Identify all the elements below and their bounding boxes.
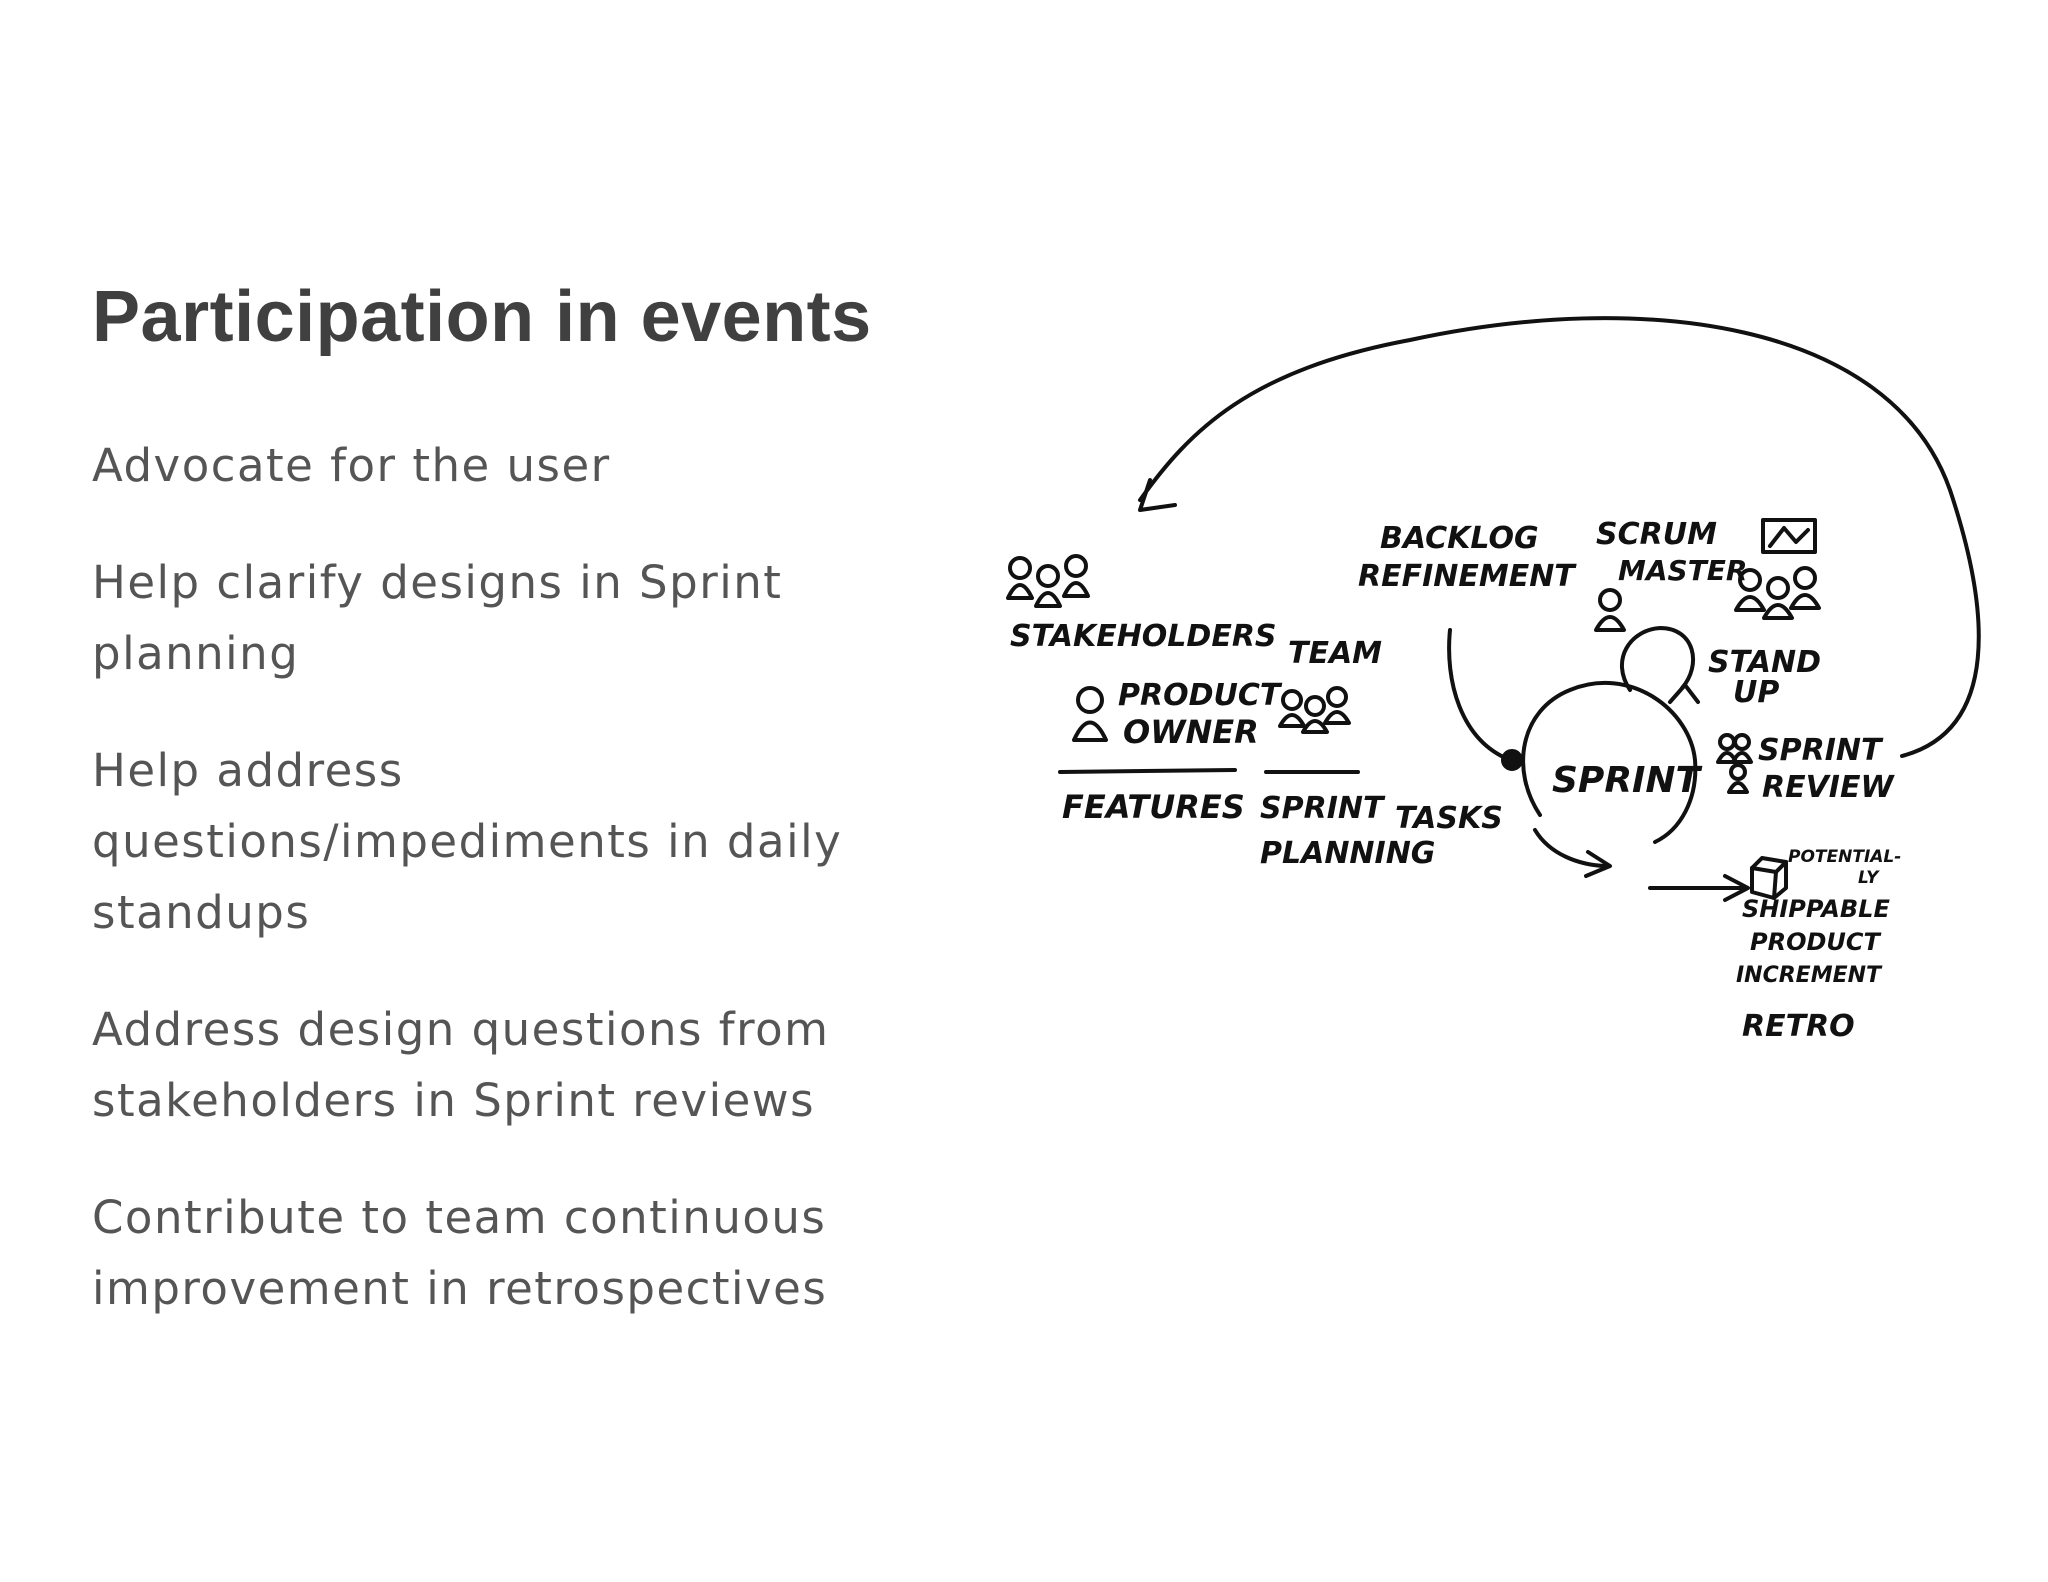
- scrum-process-sketch: STAKEHOLDERS PRODUCT OWNER FEATURES TEAM…: [1006, 316, 1981, 1044]
- bullet-list: Advocate for the user Help clarify desig…: [92, 430, 952, 1370]
- sprint-cycle: [1521, 680, 1698, 844]
- label-sprint-planning-1: SPRINT: [1260, 791, 1386, 826]
- board-icon: [1761, 518, 1817, 554]
- slide-title: Participation in events: [92, 277, 872, 357]
- standup-loop: [1619, 626, 1696, 692]
- label-stand: STAND: [1708, 645, 1821, 680]
- label-up: UP: [1733, 675, 1779, 710]
- bullet-item: Contribute to team continuous improvemen…: [92, 1191, 828, 1315]
- divider-line: [1058, 768, 1237, 774]
- label-increment: INCREMENT: [1736, 963, 1883, 988]
- bullet-item: Help clarify designs in Sprint planning: [92, 556, 783, 680]
- standup-arrowhead: [1668, 683, 1700, 704]
- label-potential-2: LY: [1858, 868, 1880, 888]
- feedback-arrowhead: [1138, 478, 1177, 512]
- bullet-item: Help address questions/impediments in da…: [92, 744, 843, 939]
- label-stakeholders: STAKEHOLDERS: [1010, 619, 1277, 654]
- bullet-item: Address design questions from stakeholde…: [92, 1003, 830, 1127]
- team-people-icon: [1278, 686, 1351, 734]
- stakeholders-people-icon: [1006, 554, 1090, 608]
- feedback-arrow: [1138, 316, 1981, 758]
- label-backlog: BACKLOG: [1380, 521, 1539, 556]
- label-retro: RETRO: [1742, 1009, 1855, 1044]
- bullet-item: Advocate for the user: [92, 439, 611, 492]
- label-master: MASTER: [1618, 554, 1748, 587]
- label-sprint-review-2: REVIEW: [1762, 770, 1895, 805]
- label-owner: OWNER: [1123, 713, 1259, 751]
- label-team: TEAM: [1288, 636, 1382, 671]
- label-scrum: SCRUM: [1596, 517, 1717, 552]
- label-product-increment: PRODUCT: [1750, 928, 1881, 956]
- label-shippable: SHIPPABLE: [1742, 895, 1890, 923]
- backlog-arrow: [1447, 628, 1512, 762]
- increment-arrowhead: [1723, 874, 1750, 902]
- label-sprint-planning-2: PLANNING: [1260, 836, 1435, 871]
- label-sprint: SPRINT: [1552, 760, 1703, 801]
- label-features: FEATURES: [1062, 788, 1245, 826]
- label-product: PRODUCT: [1118, 678, 1283, 713]
- sprint-review-people-icon: [1716, 733, 1753, 794]
- standup-people-icon: [1734, 566, 1821, 620]
- sprint-cycle-lower: [1533, 828, 1607, 868]
- label-sprint-review-1: SPRINT: [1758, 733, 1884, 768]
- label-tasks: TASKS: [1395, 801, 1503, 836]
- box-icon: [1750, 856, 1788, 900]
- label-refinement: REFINEMENT: [1358, 559, 1577, 594]
- dot-marker: [1501, 749, 1523, 771]
- product-owner-icon: [1072, 686, 1108, 742]
- scrum-master-icon: [1594, 588, 1626, 632]
- sprint-cycle-arrowhead: [1584, 850, 1612, 878]
- label-potential-1: POTENTIAL-: [1788, 847, 1901, 867]
